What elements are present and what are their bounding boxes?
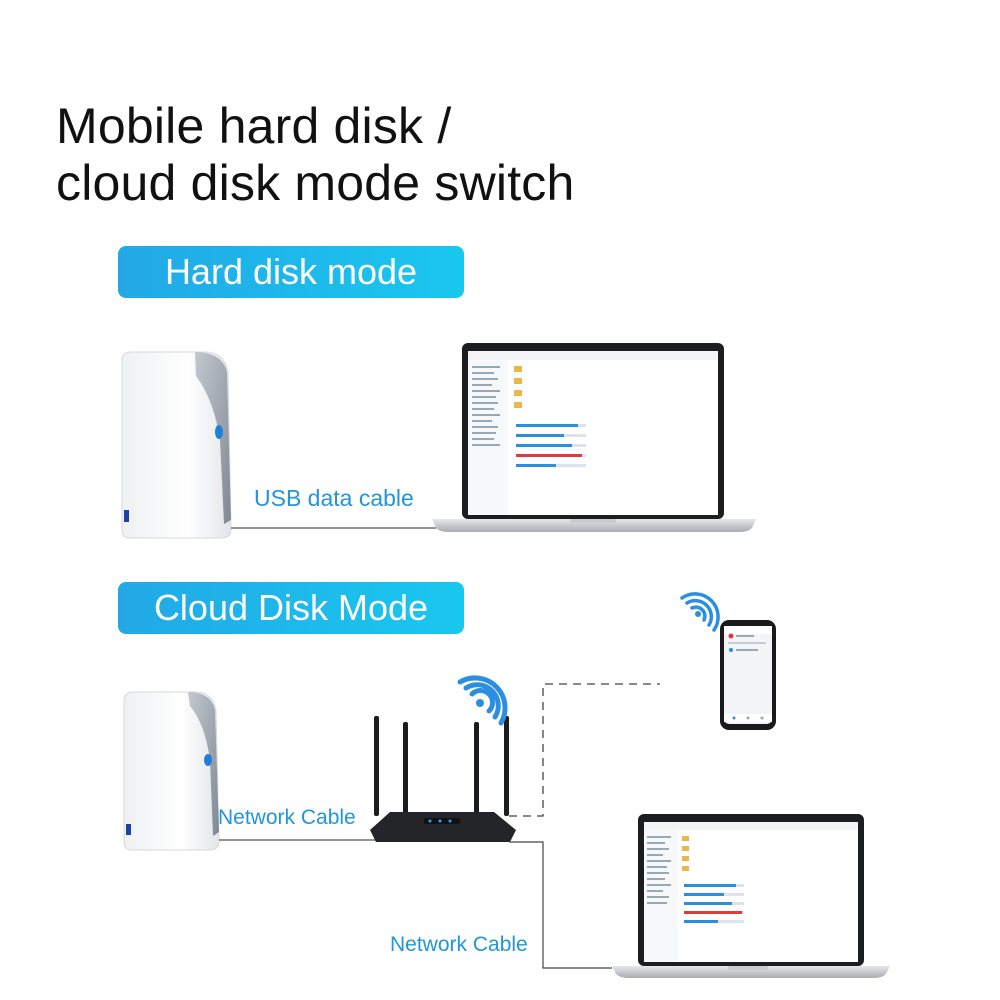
wifi-signal-icon bbox=[457, 675, 508, 726]
router-network-cable-label: Network Cable bbox=[218, 806, 356, 829]
hard-drive-icon bbox=[121, 351, 232, 539]
hard-disk-mode-badge: Hard disk mode bbox=[118, 246, 464, 298]
laptop-network-cable-label: Network Cable bbox=[390, 933, 528, 956]
title-line-2: cloud disk mode switch bbox=[56, 155, 575, 211]
smartphone-icon bbox=[720, 620, 776, 730]
laptop-icon bbox=[432, 343, 756, 532]
hard-drive-icon bbox=[123, 691, 220, 851]
cloud-disk-mode-badge: Cloud Disk Mode bbox=[118, 582, 464, 634]
usb-cable-label: USB data cable bbox=[254, 485, 414, 511]
router-icon bbox=[370, 716, 516, 842]
page-title: Mobile hard disk / cloud disk mode switc… bbox=[56, 98, 776, 212]
laptop-icon bbox=[612, 814, 890, 978]
wireless-link-line bbox=[509, 683, 660, 817]
wifi-signal-icon bbox=[680, 592, 720, 632]
network-cable-line bbox=[509, 841, 612, 969]
title-line-1: Mobile hard disk / bbox=[56, 98, 452, 154]
